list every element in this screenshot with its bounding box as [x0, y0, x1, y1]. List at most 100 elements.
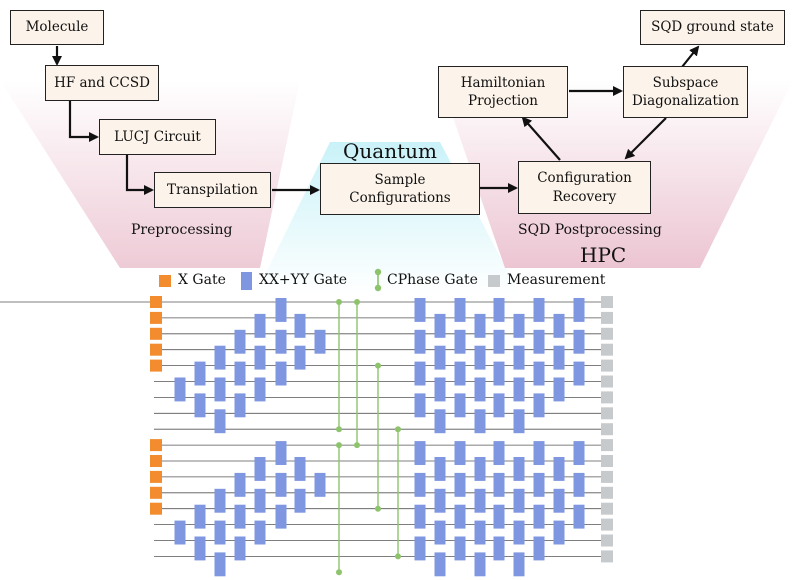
measurement	[601, 455, 613, 467]
xxyy-gate	[474, 377, 486, 402]
xxyy-gate	[254, 345, 266, 370]
xxyy-gate	[533, 298, 545, 322]
xxyy-gate	[573, 504, 585, 529]
xxyy-gate	[454, 329, 466, 354]
xxyy-gate	[553, 377, 565, 402]
cphase-gate-dot	[336, 299, 342, 305]
measurement-legend-swatch	[488, 275, 500, 287]
arrow-hf-lucj	[68, 101, 99, 142]
cphase-gate-dot	[336, 569, 342, 576]
cphase-gate-legend-label: CPhase Gate	[387, 272, 478, 288]
x-gate	[150, 486, 162, 499]
xxyy-gate	[493, 298, 505, 322]
xxyy-gate	[414, 536, 426, 561]
x-gate	[150, 311, 162, 324]
x-gate	[150, 439, 162, 452]
x-gate	[150, 470, 162, 483]
measurement	[601, 359, 613, 372]
measurement	[601, 486, 613, 499]
xxyy-gate	[573, 361, 585, 386]
xxyy-gate	[294, 313, 306, 338]
xxyy-gate	[214, 488, 226, 513]
measurement	[601, 375, 613, 388]
xxyy-gate	[234, 329, 246, 354]
xxyy-gate	[214, 552, 226, 577]
hamiltonian-projection-box: Hamiltonian Projection	[438, 66, 568, 118]
xxyy-gate	[214, 409, 226, 434]
xxyy-gate	[414, 361, 426, 386]
xxyy-gate	[573, 472, 585, 497]
xxyy-gate	[533, 441, 545, 465]
x-gate-legend-label: X Gate	[178, 272, 226, 288]
xxyy-gate	[454, 393, 466, 418]
arrow-config-hamiltonian	[521, 116, 561, 161]
measurement	[601, 327, 613, 340]
cphase-gate-dot	[336, 426, 342, 433]
xxyy-gate	[275, 329, 287, 354]
xxyy-gate	[294, 457, 306, 481]
xxyy-gate	[553, 457, 565, 481]
xxyy-gate	[414, 504, 426, 529]
xxyy-gate	[573, 441, 585, 465]
hf-ccsd-box: HF and CCSD	[45, 65, 159, 101]
xxyy-gate	[254, 457, 266, 481]
xxyy-gate	[454, 298, 466, 322]
measurement	[601, 550, 613, 563]
xxyy-gate	[314, 329, 326, 354]
measurement	[601, 423, 613, 436]
cphase-gate-dot	[395, 426, 401, 433]
measurement	[601, 502, 613, 515]
xxyy-gate	[474, 409, 486, 434]
xxyy-gate	[434, 409, 446, 434]
xxyy-gate	[294, 345, 306, 370]
xxyy-gate	[474, 552, 486, 577]
xxyy-gate	[493, 361, 505, 386]
xxyy-gate	[493, 536, 505, 561]
measurement	[601, 470, 613, 483]
x-gate	[150, 327, 162, 340]
measurement	[601, 296, 613, 308]
xxyy-gate	[314, 472, 326, 497]
x-gate	[150, 343, 162, 356]
xxyy-gate	[474, 345, 486, 370]
xxyy-gate	[234, 393, 246, 418]
measurement	[601, 311, 613, 324]
measurement	[601, 407, 613, 420]
xxyy-gate	[493, 472, 505, 497]
xxyy-gate	[454, 441, 466, 465]
xxyy-gate	[234, 504, 246, 529]
xxyy-gate	[194, 536, 206, 561]
cphase-gate-dot	[354, 442, 360, 449]
arrow-lucj-transpilation	[125, 155, 154, 195]
transpilation-box: Transpilation	[154, 172, 271, 208]
xxyy-gate	[275, 298, 287, 322]
xxyy-gate	[553, 520, 565, 545]
xxyy-gate	[254, 377, 266, 402]
xxyy-gate	[513, 377, 525, 402]
xxyy-gate	[513, 345, 525, 370]
cphase-gate-dot	[375, 362, 381, 369]
preprocessing-label: Preprocessing	[131, 222, 233, 238]
xxyy-gate	[234, 361, 246, 386]
xxyy-gate	[553, 345, 565, 370]
measurement-legend-label: Measurement	[507, 272, 606, 288]
arrow-subspace-config	[624, 117, 667, 160]
hpc-label: HPC	[580, 243, 627, 267]
xxyy-gate	[234, 536, 246, 561]
xxyy-gate	[174, 377, 186, 402]
xxyy-gate	[414, 441, 426, 465]
xxyy-gate	[573, 329, 585, 354]
xxyy-gate	[533, 536, 545, 561]
xxyy-gate	[254, 520, 266, 545]
xxyy-gate	[513, 313, 525, 338]
xxyy-gate	[294, 488, 306, 513]
xxyy-gate	[533, 504, 545, 529]
xxyy-gate	[533, 472, 545, 497]
preprocessing-region	[0, 80, 300, 268]
xxyy-gate	[194, 504, 206, 529]
xxyy-gate	[414, 329, 426, 354]
lucj-circuit-box: LUCJ Circuit	[99, 119, 216, 155]
xxyy-gate	[513, 520, 525, 545]
cphase-gate-dot	[375, 505, 381, 512]
xxyy-gate	[414, 393, 426, 418]
